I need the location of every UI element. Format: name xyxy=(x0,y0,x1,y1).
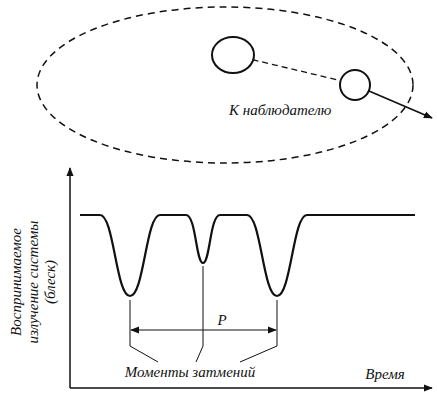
leader-line xyxy=(240,346,277,362)
observer-label: К наблюдателю xyxy=(228,102,332,119)
period-label: P xyxy=(216,312,227,329)
leader-line xyxy=(196,346,203,362)
observer-arrow xyxy=(369,91,432,118)
large-star xyxy=(212,37,254,73)
orbit-ellipse xyxy=(37,7,413,163)
eclipse-marker xyxy=(277,300,278,346)
eclipse-label: Моменты затмений xyxy=(124,364,256,381)
y-axis xyxy=(69,168,71,388)
axis-label: Воспринимаемое излучение системы (блеск) xyxy=(8,211,59,353)
period-arrow xyxy=(131,329,276,330)
eclipse-marker xyxy=(130,300,131,346)
axis-label: Время xyxy=(364,366,406,383)
small-star xyxy=(340,70,370,100)
leader-line xyxy=(130,346,158,362)
x-axis xyxy=(70,387,432,389)
eclipse-marker xyxy=(203,266,204,346)
light-curve xyxy=(80,215,415,296)
